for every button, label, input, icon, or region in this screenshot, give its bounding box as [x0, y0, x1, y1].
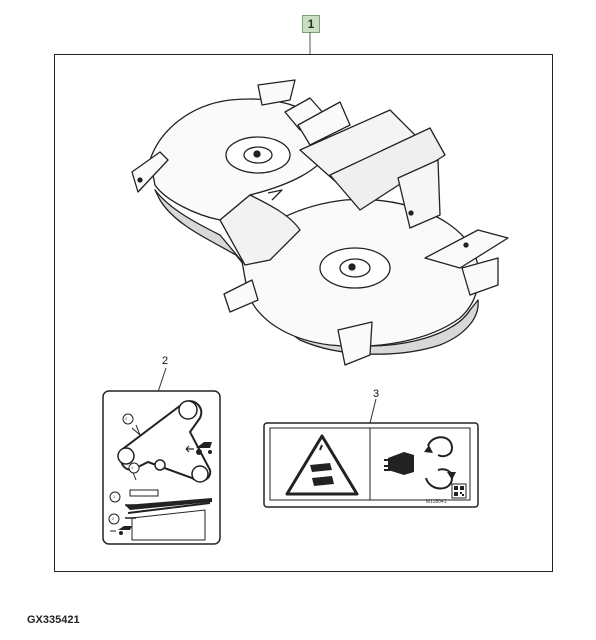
warning-decal-code: M118041 [426, 499, 447, 505]
belt-step-2-label: 1 [131, 465, 134, 470]
belt-routing-decal [102, 390, 221, 545]
belt-step-1-label: 2 [125, 416, 128, 421]
part-callout-2: 2 [162, 355, 169, 367]
illustration-frame [54, 54, 553, 572]
mower-deck [131, 79, 509, 366]
part-callout-3: 3 [373, 388, 380, 400]
warning-decal [263, 422, 479, 508]
belt-step-3-label: 1 [113, 494, 116, 499]
part-callout-1: 1 [302, 15, 320, 33]
belt-step-4-label: 2 [112, 516, 115, 521]
figure-id: GX335421 [27, 614, 80, 626]
